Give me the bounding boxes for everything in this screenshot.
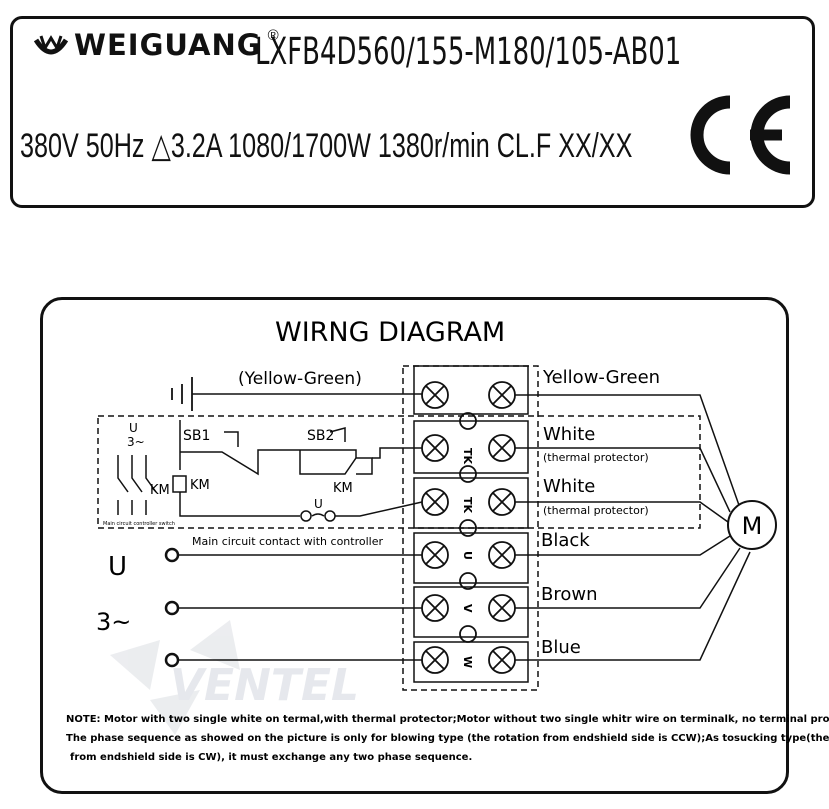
- screw-terminal-icon: [421, 541, 449, 569]
- supply-type-label: 3~: [96, 608, 131, 636]
- screw-terminal-icon: [421, 434, 449, 462]
- ce-mark-icon: [678, 90, 798, 185]
- brand-name: WEIGUANG: [74, 28, 262, 62]
- screw-terminal-icon: [488, 488, 516, 516]
- brand: WEIGUANG ®: [34, 26, 279, 62]
- controller-frame: [97, 415, 701, 529]
- km-coil-label: KM: [190, 478, 210, 493]
- link-ring-icon: [459, 412, 477, 430]
- motor-leads: [515, 394, 751, 661]
- contact-caption: Main circuit contact with controller: [192, 535, 383, 548]
- wire-note-thermal-2: (thermal protector): [543, 504, 649, 517]
- link-ring-icon: [459, 572, 477, 590]
- note-line-1: NOTE: Motor with two single white on ter…: [66, 714, 829, 725]
- km-main-label: KM: [150, 483, 170, 498]
- wire-label-black: Black: [541, 530, 590, 551]
- wire-label-blue: Blue: [541, 637, 581, 658]
- link-ring-icon: [459, 519, 477, 537]
- sb2-label: SB2: [307, 428, 334, 444]
- wire-label-white-1: White: [543, 424, 595, 445]
- link-ring-icon: [459, 465, 477, 483]
- terminal-label: W: [461, 656, 474, 668]
- main-switch-caption: Main circuit controller switch: [103, 521, 175, 527]
- terminal-label: V: [461, 604, 474, 613]
- three-phase-top-label: 3~: [127, 435, 145, 449]
- supply-phase-label: U: [108, 552, 127, 582]
- watermark-text: VENTEL: [170, 660, 359, 711]
- ground-symbol-icon: [171, 377, 193, 411]
- km-contact-label: KM: [333, 481, 353, 496]
- terminal-label: TK: [461, 497, 474, 514]
- screw-terminal-icon: [421, 646, 449, 674]
- diagram-title: WIRNG DIAGRAM: [275, 317, 505, 348]
- controller-circuit: [117, 420, 423, 522]
- wiring-diagram-frame: [40, 297, 789, 794]
- model-number: LXFB4D560/155-M180/105-AB01: [255, 30, 682, 73]
- screw-terminal-icon: [488, 646, 516, 674]
- screw-terminal-icon: [421, 488, 449, 516]
- screw-terminal-icon: [421, 594, 449, 622]
- motor-icon: [727, 500, 777, 550]
- screw-terminal-icon: [488, 434, 516, 462]
- terminal-label: TK: [461, 448, 474, 465]
- note-line-2: The phase sequence as showed on the pict…: [66, 733, 829, 744]
- screw-terminal-icon: [488, 381, 516, 409]
- screw-terminal-icon: [421, 381, 449, 409]
- u-terminal-box: [413, 532, 529, 584]
- link-ring-icon: [459, 625, 477, 643]
- motor-label: M: [742, 512, 763, 540]
- note-line-3: from endshield side is CW), it must exch…: [70, 752, 472, 763]
- u-control-label: U: [314, 497, 323, 511]
- screw-terminal-icon: [488, 541, 516, 569]
- wire-label-white-2: White: [543, 476, 595, 497]
- terminal-label: U: [461, 551, 474, 560]
- supply-lines: [164, 547, 422, 668]
- sb1-label: SB1: [183, 428, 210, 444]
- wire-label-brown: Brown: [541, 584, 598, 605]
- wire-label-yellow-green: Yellow-Green: [542, 367, 660, 388]
- brand-logo-icon: [34, 35, 68, 55]
- supply-terminal-v-icon: [164, 600, 180, 616]
- wire-note-thermal-1: (thermal protector): [543, 451, 649, 464]
- registered-mark: ®: [267, 26, 279, 44]
- u-top-label: U: [129, 421, 138, 435]
- tk-terminal-box-1: [413, 420, 529, 474]
- watermark: VENTEL: [110, 620, 359, 735]
- rating-specs: 380V 50Hz △3.2A 1080/1700W 1380r/min CL.…: [20, 127, 633, 165]
- supply-terminal-u-icon: [164, 547, 180, 563]
- screw-terminal-icon: [488, 594, 516, 622]
- nameplate: [10, 16, 815, 208]
- v-terminal-box: [413, 586, 529, 638]
- tk-terminal-box-2: [413, 477, 529, 529]
- ground-note: (Yellow-Green): [238, 369, 362, 389]
